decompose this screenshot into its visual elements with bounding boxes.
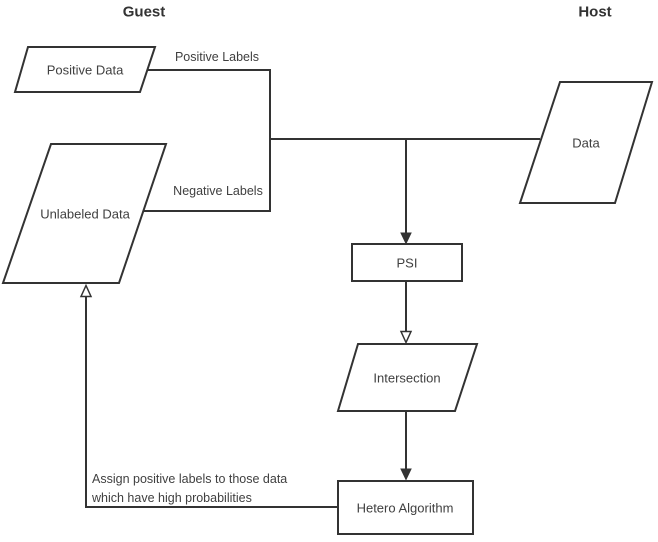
feedback-edge-label-line2: which have high probabilities (91, 491, 252, 505)
hetero-algorithm-node (337, 480, 474, 535)
positive-labels-edge-label: Positive Labels (175, 50, 259, 64)
arrowhead-open-into-intersection (399, 330, 413, 345)
positive-data-label: Positive Data (47, 63, 124, 78)
negative-labels-edge-label: Negative Labels (173, 184, 263, 198)
intersection-node (336, 343, 479, 412)
feedback-edge-label-line1: Assign positive labels to those data (92, 472, 287, 486)
data-label: Data (572, 136, 600, 151)
guest-region-title: Guest (123, 4, 166, 21)
unlabeled-data-node (1, 143, 168, 284)
positive-data-node (13, 46, 157, 93)
psi-node (351, 243, 463, 282)
arrowhead-open-into-unlabeled-data (79, 283, 93, 298)
host-region-title: Host (578, 4, 611, 21)
arrowhead-solid-into-hetero (400, 468, 412, 481)
intersection-label: Intersection (373, 371, 440, 386)
unlabeled-data-label: Unlabeled Data (40, 207, 130, 222)
arrowhead-solid-into-psi (400, 232, 412, 245)
data-node (518, 81, 654, 204)
hetero-algorithm-label: Hetero Algorithm (357, 501, 454, 516)
labels-connector-line (143, 69, 271, 212)
feedback-line (85, 297, 338, 508)
psi-label: PSI (397, 256, 418, 271)
